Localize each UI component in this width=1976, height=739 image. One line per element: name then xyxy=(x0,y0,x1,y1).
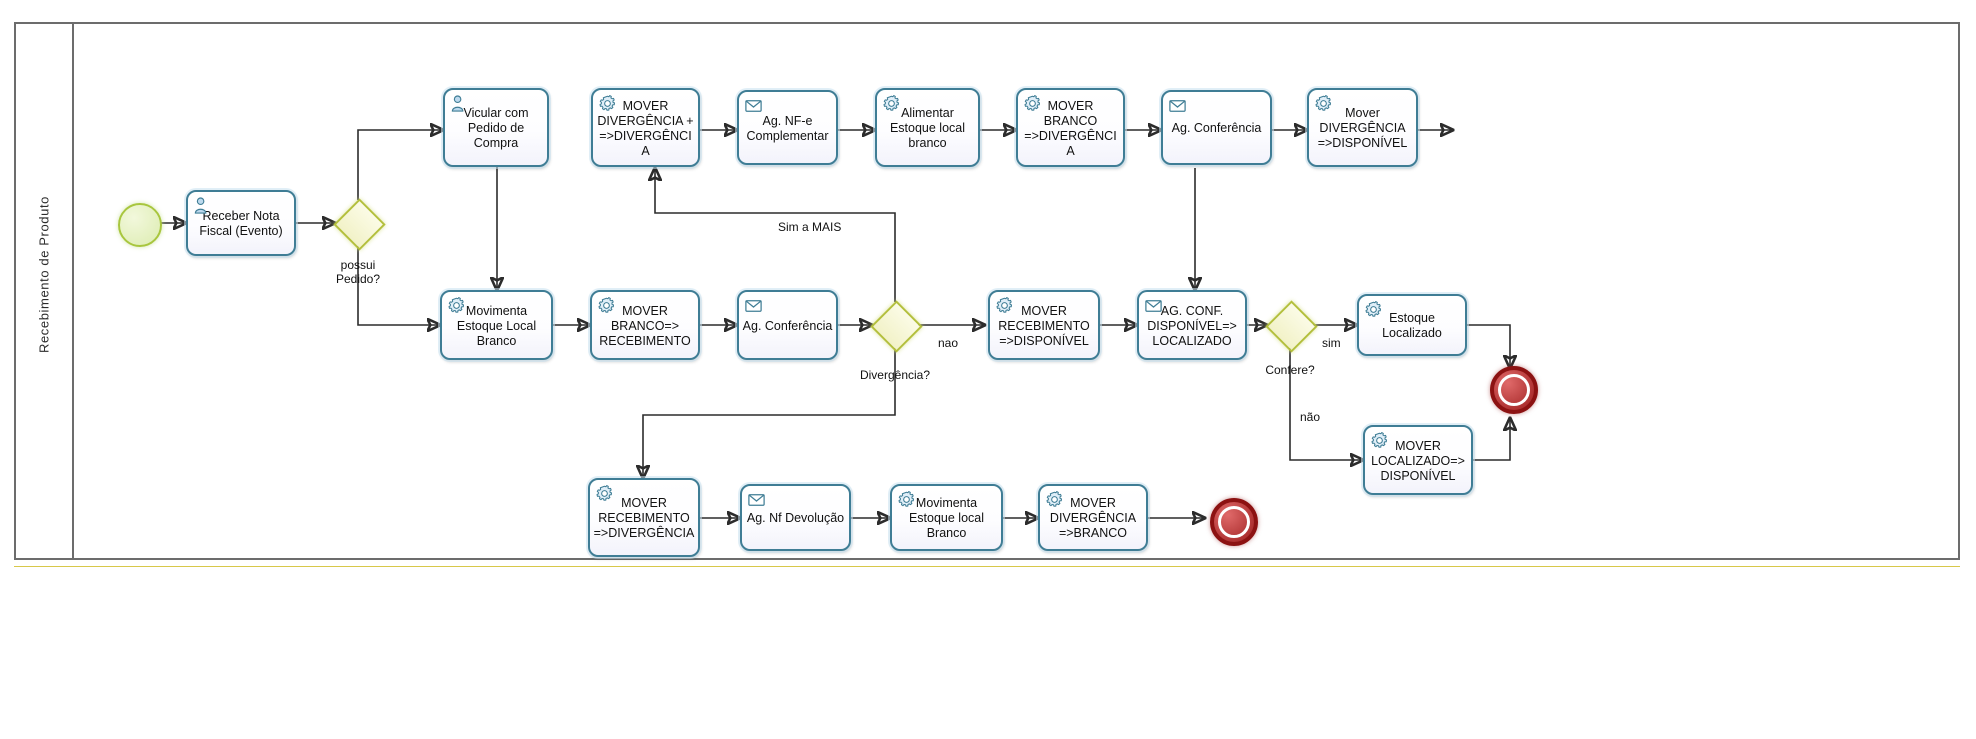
task-label: MOVER RECEBIMENTO =>DISPONÍVEL xyxy=(998,303,1090,348)
gateway-divergencia-label: Divergência? xyxy=(859,368,931,382)
gateway-confere[interactable] xyxy=(1265,300,1318,353)
task-label: Ag. NF-e Complementar xyxy=(746,113,829,143)
task-label: MOVER RECEBIMENTO =>DIVERGÊNCIA xyxy=(593,496,695,540)
task-mover-localizado-disponivel[interactable]: MOVER LOCALIZADO=> DISPONÍVEL xyxy=(1363,425,1473,495)
pool-recebimento xyxy=(14,22,1960,560)
envelope-icon xyxy=(1144,296,1163,315)
gateway-possui-pedido-label: possui Pedido? xyxy=(335,258,381,286)
flow-label-nao-confere: não xyxy=(1300,410,1321,424)
task-estoque-localizado[interactable]: Estoque Localizado xyxy=(1357,294,1467,356)
task-label: AG. CONF. DISPONÍVEL=> LOCALIZADO xyxy=(1147,303,1237,348)
flow-label-nao: nao xyxy=(938,336,959,350)
task-label: Mover DIVERGÊNCIA =>DISPONÍVEL xyxy=(1317,106,1408,150)
user-icon xyxy=(450,94,469,113)
gear-icon xyxy=(598,94,617,113)
gear-icon xyxy=(595,484,614,503)
task-ag-nf-devolucao[interactable]: Ag. Nf Devolução xyxy=(740,484,851,551)
task-movimenta-estoque-local-branco[interactable]: Movimenta Estoque Local Branco xyxy=(440,290,553,360)
gear-icon xyxy=(1370,431,1389,450)
envelope-icon xyxy=(744,96,763,115)
lane-label: Recebimento de Produto xyxy=(36,196,52,354)
task-ag-nfe-complementar[interactable]: Ag. NF-e Complementar xyxy=(737,90,838,165)
flow-label-sim-a-mais: Sim a MAIS xyxy=(778,220,842,234)
gear-icon xyxy=(597,296,616,315)
task-label: MOVER DIVERGÊNCIA =>BRANCO xyxy=(1049,496,1137,540)
task-ag-conferencia-mid[interactable]: Ag. Conferência xyxy=(737,290,838,360)
envelope-icon xyxy=(1168,96,1187,115)
task-label: Ag. Nf Devolução xyxy=(746,511,845,525)
task-label: Ag. Conferência xyxy=(1171,121,1262,135)
task-vincular-pedido-compra[interactable]: Vicular com Pedido de Compra xyxy=(443,88,549,167)
task-receber-nota-fiscal[interactable]: Receber Nota Fiscal (Evento) xyxy=(186,190,296,256)
end-event-right[interactable] xyxy=(1490,366,1538,414)
task-label: Estoque Localizado xyxy=(1382,311,1442,340)
start-event[interactable] xyxy=(118,203,162,247)
task-mover-divergencia-branco[interactable]: MOVER DIVERGÊNCIA =>BRANCO xyxy=(1038,484,1148,551)
gear-icon xyxy=(1364,300,1383,319)
task-label: Movimenta Estoque Local Branco xyxy=(456,303,537,348)
task-label: MOVER DIVERGÊNCIA + =>DIVERGÊNCIA xyxy=(597,98,694,158)
task-label: MOVER BRANCO=> RECEBIMENTO xyxy=(599,303,691,348)
task-mover-divergencia-mais[interactable]: MOVER DIVERGÊNCIA + =>DIVERGÊNCIA xyxy=(591,88,700,167)
gear-icon xyxy=(1023,94,1042,113)
task-mover-recebimento-disponivel[interactable]: MOVER RECEBIMENTO =>DISPONÍVEL xyxy=(988,290,1100,360)
user-icon xyxy=(193,196,212,215)
gateway-confere-label: Confere? xyxy=(1265,363,1315,377)
task-label: Ag. Conferência xyxy=(742,318,833,333)
envelope-icon xyxy=(744,296,763,315)
task-ag-conferencia-top[interactable]: Ag. Conferência xyxy=(1161,90,1272,165)
task-label: Alimentar Estoque local branco xyxy=(889,106,966,150)
gear-icon xyxy=(1314,94,1333,113)
task-mover-recebimento-divergencia[interactable]: MOVER RECEBIMENTO =>DIVERGÊNCIA xyxy=(588,478,700,557)
task-label: Movimenta Estoque local Branco xyxy=(908,496,985,540)
envelope-icon xyxy=(747,490,766,509)
task-alimentar-estoque-local-branco[interactable]: Alimentar Estoque local branco xyxy=(875,88,980,167)
gear-icon xyxy=(447,296,466,315)
task-ag-conf-disponivel-localizado[interactable]: AG. CONF. DISPONÍVEL=> LOCALIZADO xyxy=(1137,290,1247,360)
task-label: MOVER LOCALIZADO=> DISPONÍVEL xyxy=(1371,438,1465,483)
gear-icon xyxy=(882,94,901,113)
gear-icon xyxy=(897,490,916,509)
gateway-possui-pedido[interactable] xyxy=(333,198,386,251)
pool-bottom-strip xyxy=(14,566,1960,573)
task-label: Receber Nota Fiscal (Evento) xyxy=(199,209,283,238)
flow-label-sim: sim xyxy=(1322,336,1341,350)
gear-icon xyxy=(995,296,1014,315)
task-label: MOVER BRANCO =>DIVERGÊNCIA xyxy=(1024,98,1117,158)
gateway-divergencia[interactable] xyxy=(870,300,923,353)
gear-icon xyxy=(1045,490,1064,509)
end-event-bottom[interactable] xyxy=(1210,498,1258,546)
task-mover-divergencia-disponivel[interactable]: Mover DIVERGÊNCIA =>DISPONÍVEL xyxy=(1307,88,1418,167)
task-label: Vicular com Pedido de Compra xyxy=(463,106,529,150)
task-mover-branco-divergencia[interactable]: MOVER BRANCO =>DIVERGÊNCIA xyxy=(1016,88,1125,167)
lane-header: Recebimento de Produto xyxy=(14,22,74,560)
task-mover-branco-recebimento[interactable]: MOVER BRANCO=> RECEBIMENTO xyxy=(590,290,700,360)
task-movimenta-estoque-local-branco-2[interactable]: Movimenta Estoque local Branco xyxy=(890,484,1003,551)
